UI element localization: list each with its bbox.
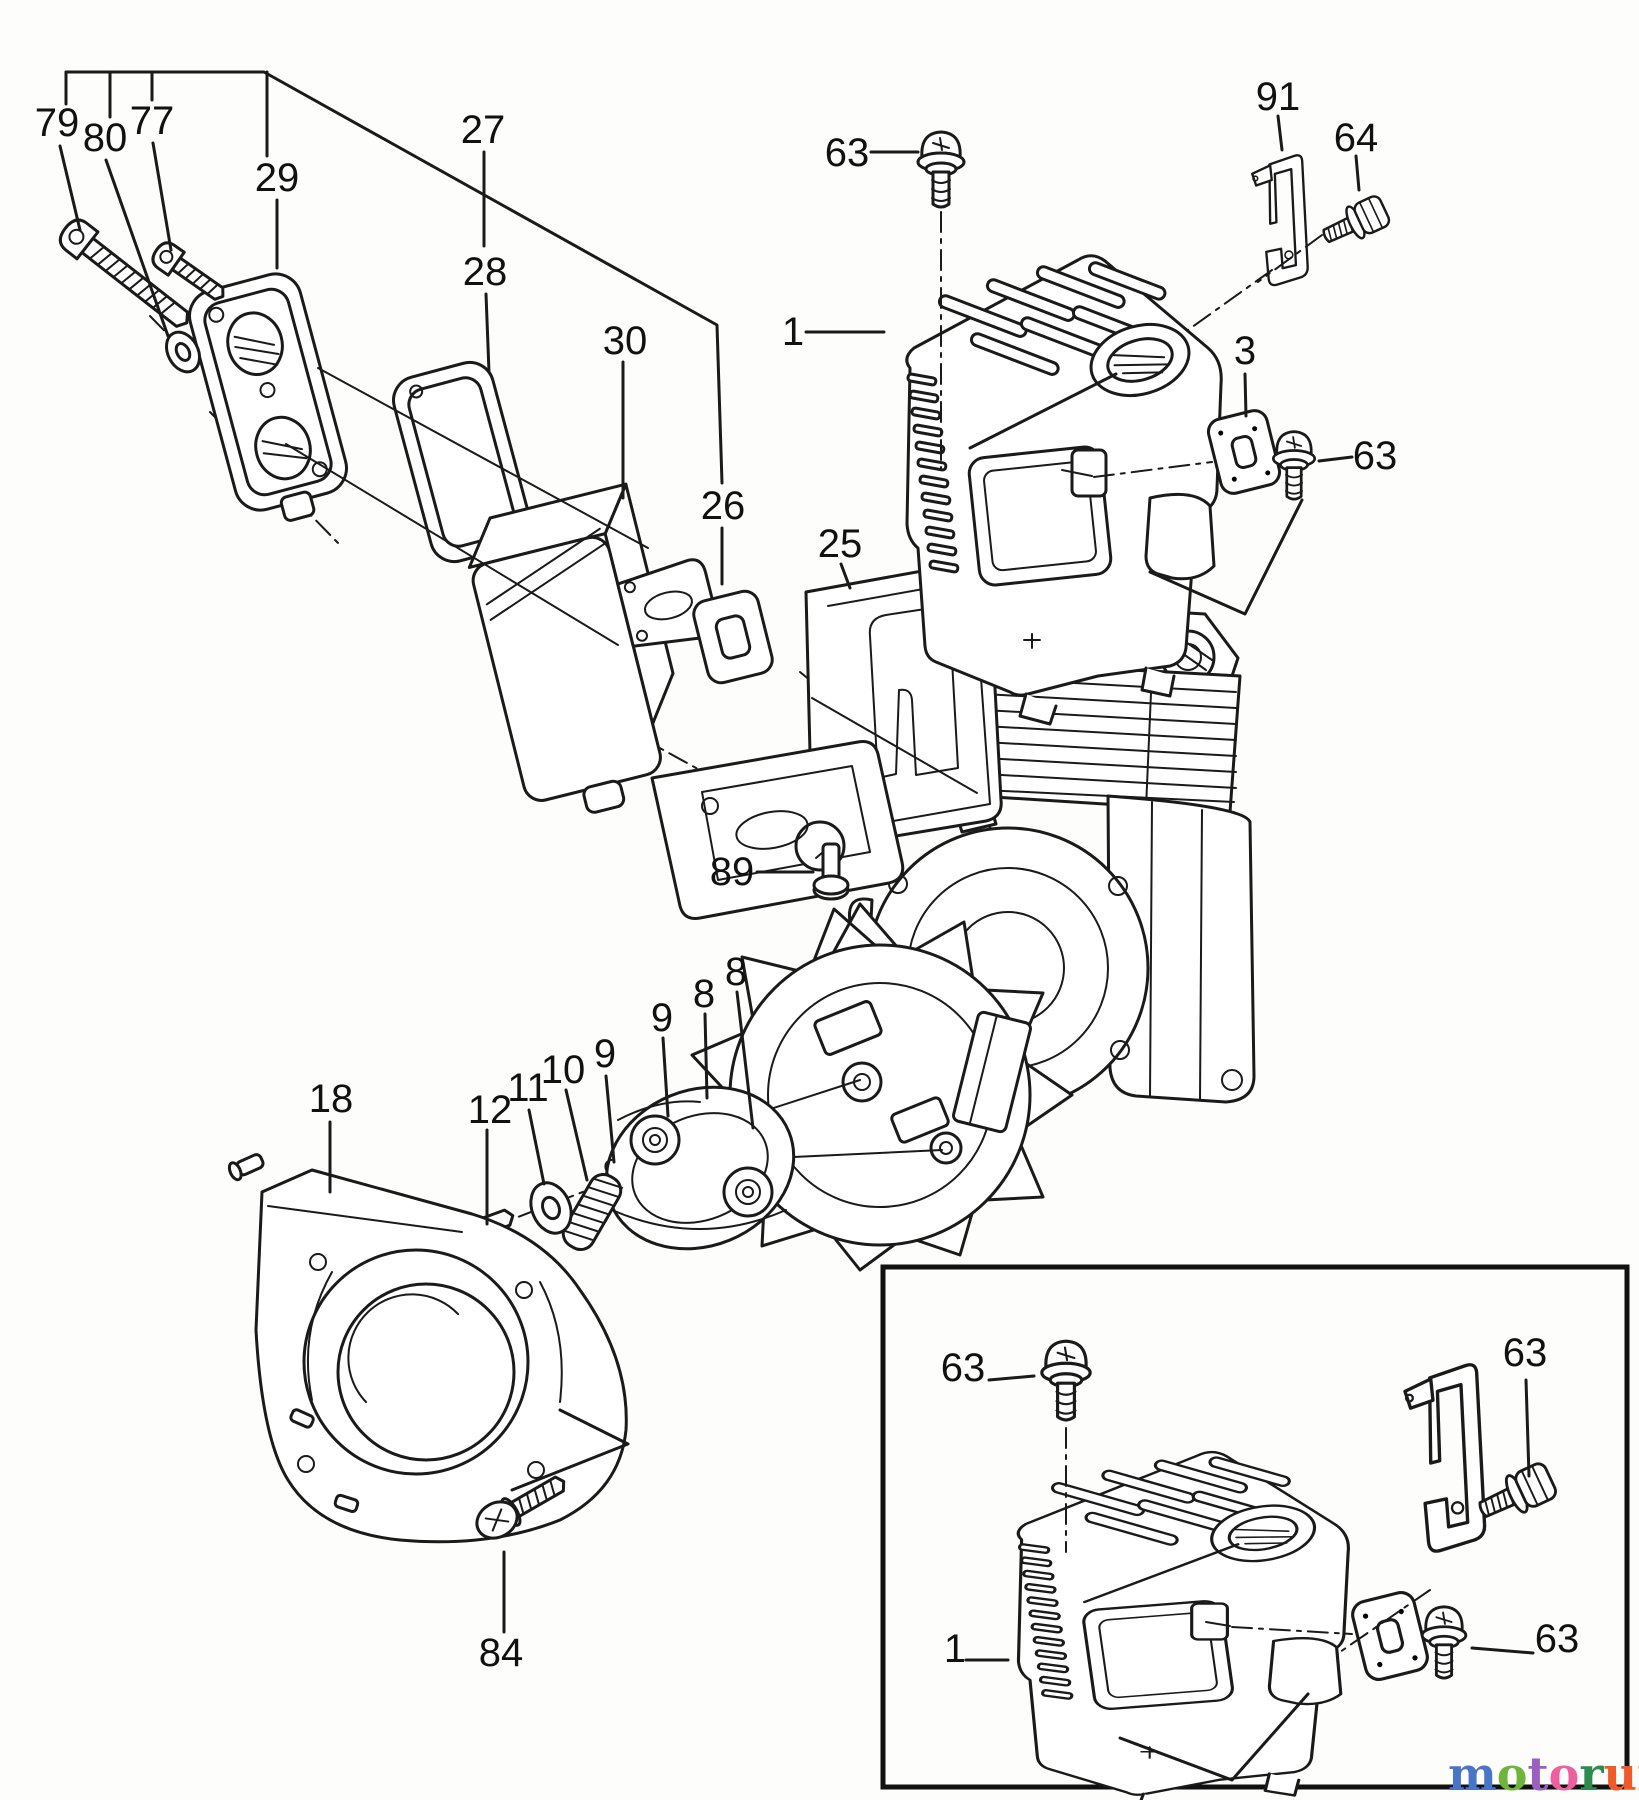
part-label-29: 29: [255, 156, 300, 200]
part-label-28: 28: [463, 250, 508, 294]
inset-detail-box: [880, 1264, 1630, 1790]
washer-11: [529, 1181, 573, 1235]
part-label-9-right: 9: [651, 996, 673, 1040]
part-label-63-top: 63: [825, 131, 870, 175]
part-label-26: 26: [701, 484, 746, 528]
screw-63-inset-topleft: [1040, 1339, 1092, 1422]
part-label-8-right: 8: [725, 950, 747, 994]
screw-63-inset-bottom: [1420, 1605, 1468, 1680]
bolt-79: [58, 218, 190, 328]
screw-63-top: [916, 130, 966, 209]
part-label-18: 18: [309, 1077, 354, 1121]
part-label-3: 3: [1234, 329, 1256, 373]
part-label-9-left: 9: [594, 1032, 616, 1076]
part-label-64: 64: [1334, 116, 1379, 160]
clutch-assembly: [604, 1085, 796, 1251]
part-labels: 79 80 77 29 27 28 30 26 25 1 63 91 64 3 …: [35, 75, 1398, 1675]
callout-bracket: [64, 70, 724, 485]
part-label-79: 79: [35, 101, 80, 145]
inset-axis-lines: [1065, 1427, 1431, 1653]
part-label-63-inset-topright: 63: [1503, 1331, 1548, 1375]
part-label-10: 10: [541, 1048, 586, 1092]
clutch-spring: [561, 1158, 624, 1252]
part-label-84: 84: [479, 1631, 524, 1675]
part-label-63-inset-topleft: 63: [941, 1346, 986, 1390]
bolt-77: [151, 241, 225, 301]
cylinder-cover-main: [905, 254, 1223, 726]
part-label-91: 91: [1256, 75, 1301, 119]
bolt-64: [1316, 192, 1393, 254]
pad-pointer-inset: [1205, 1621, 1231, 1627]
part-label-89: 89: [710, 850, 755, 894]
pad-pointer-main: [1061, 469, 1093, 477]
part-label-8-left: 8: [693, 972, 715, 1016]
screw-84: [475, 1475, 566, 1540]
bracket-base-plate: [650, 740, 905, 920]
part-label-80: 80: [83, 116, 128, 160]
part-label-1-main: 1: [782, 310, 804, 354]
leader-lines: [58, 114, 1361, 1634]
part-label-77: 77: [130, 99, 175, 143]
inset-callout-line: [1118, 1692, 1310, 1782]
cover-bracket-inset: [1403, 1363, 1487, 1553]
part-label-1-inset: 1: [944, 1627, 966, 1671]
inset-leader-lines: [964, 1374, 1535, 1662]
cover-hardware-axis-lines: [940, 211, 1323, 478]
part-label-63-right: 63: [1353, 434, 1398, 478]
part-label-25: 25: [818, 522, 863, 566]
washer-80: [164, 330, 202, 374]
muffler-cover-plate: [188, 272, 348, 522]
screw-63-right: [1271, 430, 1317, 501]
cylinder-cover-inset: [1016, 1450, 1350, 1800]
part-label-27: 27: [461, 108, 506, 152]
part-label-12: 12: [468, 1088, 513, 1132]
inset-detail-group: 63 63 1 63: [941, 1331, 1580, 1800]
muffler-body: [467, 482, 720, 814]
part-label-63-inset-bottom: 63: [1535, 1617, 1580, 1661]
fan-case-callout-line: [510, 1408, 630, 1492]
exhaust-gasket-small: [692, 589, 774, 685]
flywheel: [690, 902, 1074, 1272]
part-label-30: 30: [603, 319, 648, 363]
bolt-alignment-lines: [285, 367, 1304, 794]
screw-89: [812, 842, 850, 901]
part-label-11: 11: [507, 1066, 549, 1110]
watermark-logo: motoruf.de: [1448, 1747, 1639, 1800]
fan-case: [227, 1153, 628, 1544]
